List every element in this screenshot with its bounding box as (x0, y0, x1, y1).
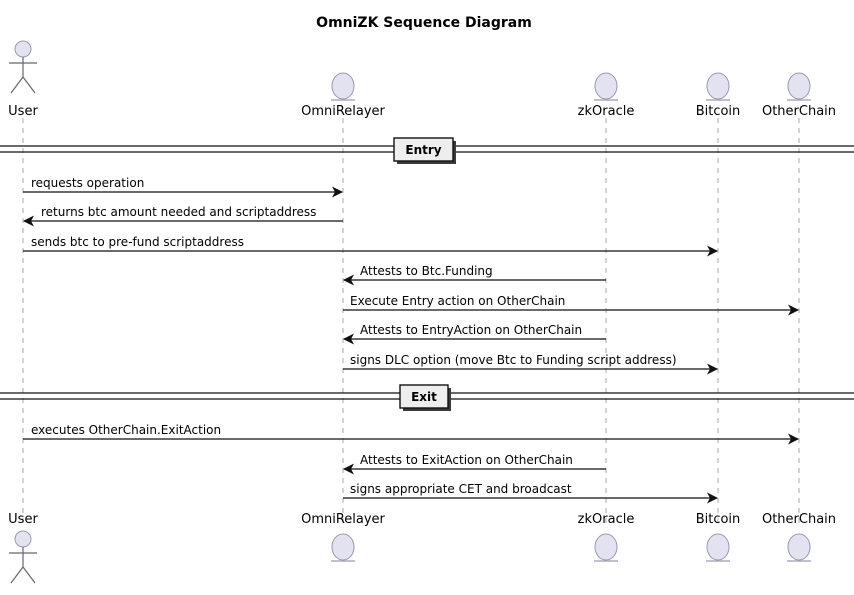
participant-label-omnirelayer-top[interactable]: OmniRelayer (301, 104, 385, 119)
participant-label-bitcoin-top[interactable]: Bitcoin (696, 104, 741, 119)
actor-body-icon (9, 547, 37, 584)
diagram-title: OmniZK Sequence Diagram (316, 15, 532, 31)
message-arrowhead-icon (707, 363, 718, 375)
entity-circle-icon (706, 533, 730, 561)
lifelines-layer (22, 118, 800, 528)
message-label: Attests to Btc.Funding (360, 264, 493, 278)
message-label: Execute Entry action on OtherChain (350, 294, 565, 308)
participant-label-zkoracle-bottom[interactable]: zkOracle (578, 512, 635, 527)
divider-box (393, 137, 454, 162)
actor-head-icon (14, 40, 32, 58)
message-arrowhead-icon (707, 245, 718, 257)
message-arrowhead-icon (707, 492, 718, 504)
message-label: Attests to ExitAction on OtherChain (360, 453, 573, 467)
message-m1[interactable]: requests operation (23, 176, 343, 198)
entity-circle-icon (331, 72, 355, 100)
message-arrowhead-icon (343, 333, 354, 345)
participant-label-user-top[interactable]: User (8, 104, 38, 119)
message-arrowhead-icon (23, 215, 34, 227)
divider-label: Exit (411, 390, 437, 404)
participant-label-omnirelayer-bottom[interactable]: OmniRelayer (301, 512, 385, 527)
message-label: signs appropriate CET and broadcast (350, 482, 572, 496)
message-arrowhead-icon (343, 274, 354, 286)
message-arrowhead-icon (332, 186, 343, 198)
entity-circle-icon (787, 72, 811, 100)
message-m9[interactable]: Attests to ExitAction on OtherChain (343, 453, 606, 475)
message-m3[interactable]: sends btc to pre-fund scriptaddress (23, 235, 718, 257)
message-arrowhead-icon (788, 304, 799, 316)
entity-circle-icon (594, 72, 618, 100)
message-m8[interactable]: executes OtherChain.ExitAction (23, 423, 799, 445)
message-m6[interactable]: Attests to EntryAction on OtherChain (343, 323, 606, 345)
participants-top-layer: User OmniRelayer zkOracle Bitcoin OtherChain (8, 40, 836, 119)
actor-head-icon (14, 530, 32, 548)
message-label: executes OtherChain.ExitAction (31, 423, 221, 437)
message-m10[interactable]: signs appropriate CET and broadcast (343, 482, 718, 504)
messages-layer: requests operation returns btc amount nee… (23, 176, 799, 504)
message-m5[interactable]: Execute Entry action on OtherChain (343, 294, 799, 316)
participant-label-bitcoin-bottom[interactable]: Bitcoin (696, 512, 741, 527)
entity-circle-icon (706, 72, 730, 100)
entity-circle-icon (331, 533, 355, 561)
message-m4[interactable]: Attests to Btc.Funding (343, 264, 606, 286)
divider-exit: Exit (0, 384, 854, 411)
participant-label-user-bottom[interactable]: User (8, 512, 38, 527)
divider-entry: Entry (0, 137, 854, 164)
entity-circle-icon (787, 533, 811, 561)
message-label: Attests to EntryAction on OtherChain (360, 323, 582, 337)
message-label: signs DLC option (move Btc to Funding sc… (350, 353, 677, 367)
message-label: requests operation (31, 176, 144, 190)
entity-circle-icon (594, 533, 618, 561)
participants-bottom-layer: User OmniRelayer zkOracle Bitcoin OtherChain (8, 512, 836, 584)
participant-label-zkoracle-top[interactable]: zkOracle (578, 104, 635, 119)
message-m2[interactable]: returns btc amount needed and scriptaddr… (23, 205, 343, 227)
participant-label-otherchain-top[interactable]: OtherChain (762, 104, 836, 119)
participant-label-otherchain-bottom[interactable]: OtherChain (762, 512, 836, 527)
message-label: returns btc amount needed and scriptaddr… (41, 205, 316, 219)
message-arrowhead-icon (788, 433, 799, 445)
message-arrowhead-icon (343, 463, 354, 475)
actor-body-icon (9, 57, 37, 94)
divider-label: Entry (405, 143, 441, 157)
message-label: sends btc to pre-fund scriptaddress (31, 235, 244, 249)
message-m7[interactable]: signs DLC option (move Btc to Funding sc… (343, 353, 718, 375)
divider-box (399, 384, 449, 409)
